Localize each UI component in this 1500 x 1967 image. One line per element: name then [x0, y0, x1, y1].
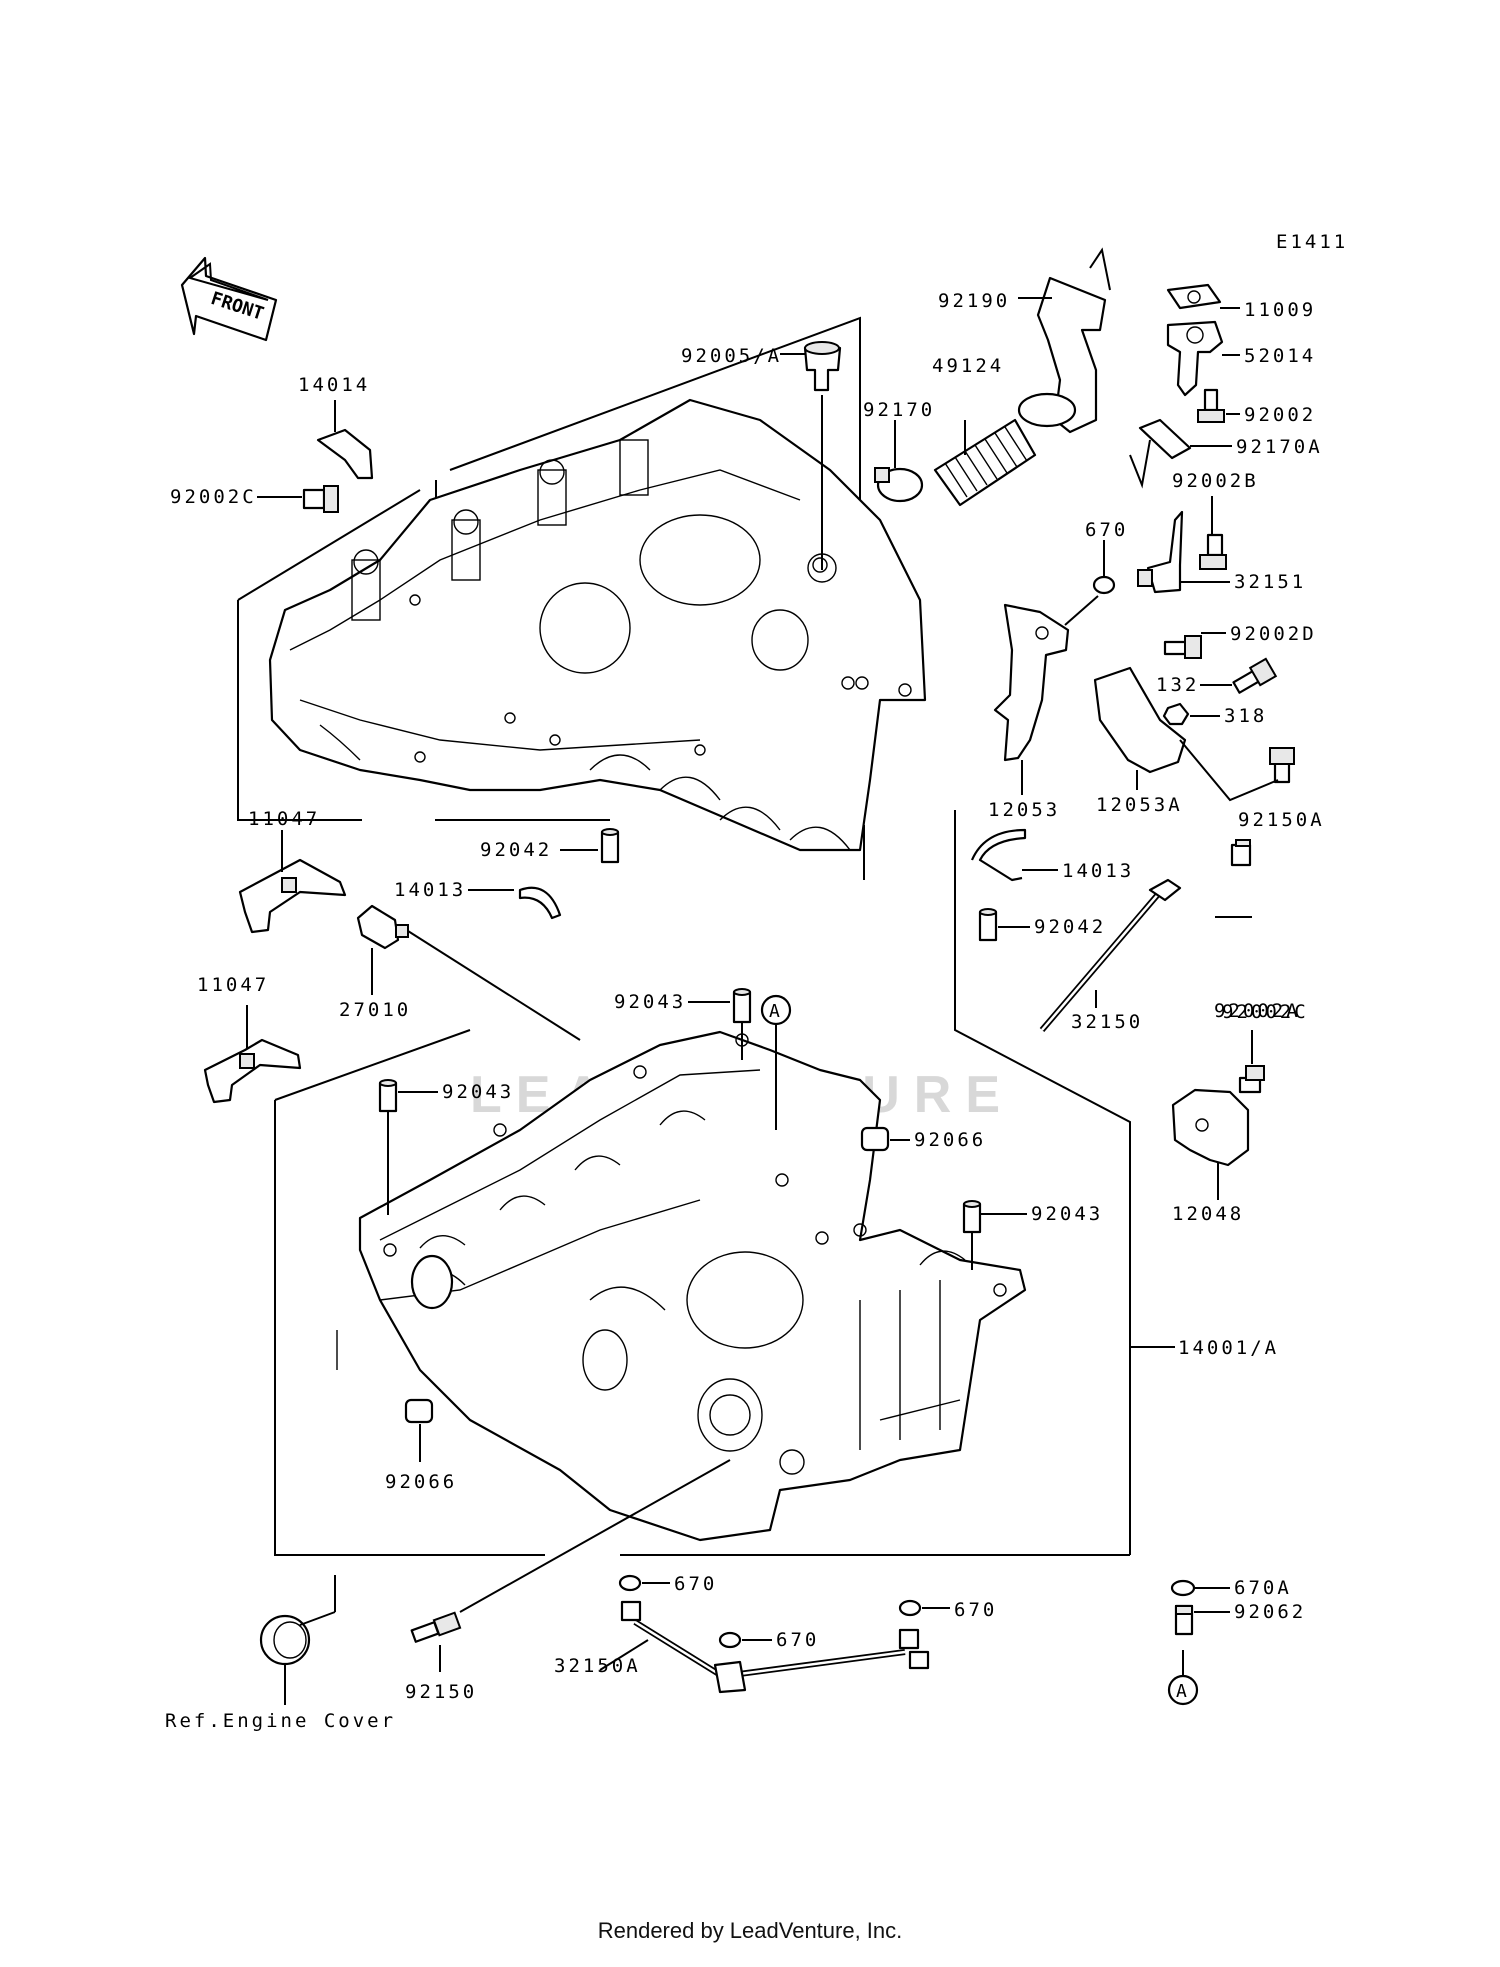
label-670-a: 670 [674, 1573, 717, 1595]
part-670-washer [1092, 540, 1116, 595]
part-92170A [1129, 418, 1232, 489]
label-11009: 11009 [1244, 299, 1316, 321]
part-92043-right [962, 1200, 1027, 1270]
callout-A-bottom: A [1167, 1650, 1199, 1706]
part-11009 [1166, 283, 1240, 310]
label-12053A: 12053A [1096, 794, 1183, 816]
label-52014: 52014 [1244, 345, 1316, 367]
part-92043-left [378, 1079, 438, 1215]
part-14013-right [970, 828, 1058, 882]
part-12053 [993, 595, 1099, 795]
footer-credit: Rendered by LeadVenture, Inc. [597, 1918, 903, 1943]
part-12053A [1093, 666, 1187, 790]
label-92170A: 92170A [1236, 436, 1323, 458]
label-92002B: 92002B [1172, 470, 1259, 492]
part-92150 [410, 1459, 731, 1672]
part-27010-switch [356, 904, 581, 1041]
label-92042-right: 92042 [1034, 916, 1106, 938]
label-92043-right: 92043 [1031, 1203, 1103, 1225]
label-670-c: 670 [776, 1629, 819, 1651]
ref-engine-cover-note: Ref.Engine Cover [165, 1710, 396, 1732]
part-318-nut [1162, 702, 1220, 726]
label-32150A: 32150A [554, 1655, 641, 1677]
part-92062 [1174, 1604, 1230, 1636]
label-11047-upper: 11047 [248, 808, 320, 830]
part-32151 [1137, 510, 1230, 594]
part-92005A [780, 341, 842, 570]
label-12053: 12053 [988, 799, 1060, 821]
label-92002C-right: 92002C [1222, 1001, 1309, 1023]
part-12048 [1171, 1088, 1250, 1200]
part-92150A [1179, 739, 1295, 802]
callout-A-bottom-text: A [1176, 1681, 1187, 1702]
callout-A-top: A [760, 994, 792, 1130]
label-92062: 92062 [1234, 1601, 1306, 1623]
label-670-b: 670 [954, 1599, 997, 1621]
label-670-upper: 670 [1085, 519, 1128, 541]
callout-A-top-text: A [769, 1001, 780, 1022]
part-11047-lower [203, 1005, 302, 1104]
part-92170 [874, 420, 924, 503]
part-14013-left [468, 886, 562, 920]
label-92043-top: 92043 [614, 991, 686, 1013]
upper-crankcase [237, 316, 927, 880]
label-14013-left: 14013 [394, 879, 466, 901]
part-14014 [316, 400, 374, 480]
part-92042-right [978, 908, 1030, 942]
label-92002A: 92002A [1214, 1000, 1301, 1022]
lower-crankcase [274, 810, 1175, 1556]
diagram-code: E1411 [1276, 231, 1348, 253]
label-32151: 32151 [1234, 571, 1306, 593]
part-52014 [1166, 320, 1240, 397]
label-92066-right: 92066 [914, 1129, 986, 1151]
part-11047-upper [238, 830, 347, 934]
part-32150A-pipe [599, 1574, 950, 1694]
label-92002: 92002 [1244, 404, 1316, 426]
part-92002C-left [257, 485, 339, 513]
part-32150-pipe [1039, 839, 1252, 1032]
label-32150: 32150 [1071, 1011, 1143, 1033]
label-92042-left: 92042 [480, 839, 552, 861]
label-670A: 670A [1234, 1577, 1292, 1599]
label-92002C-left: 92002C [170, 486, 257, 508]
label-11047-lower: 11047 [197, 974, 269, 996]
label-14014: 14014 [298, 374, 370, 396]
label-49124: 49124 [932, 355, 1004, 377]
label-14001A: 14001/A [1178, 1337, 1279, 1359]
label-132: 132 [1156, 674, 1199, 696]
label-27010: 27010 [339, 999, 411, 1021]
label-12048: 12048 [1172, 1203, 1244, 1225]
label-92150A: 92150A [1238, 809, 1325, 831]
part-oil-seal [259, 1575, 336, 1705]
part-92190 [1017, 247, 1111, 434]
label-318: 318 [1224, 705, 1267, 727]
label-92002D: 92002D [1230, 623, 1317, 645]
part-92002D [1163, 632, 1226, 659]
label-92150: 92150 [405, 1681, 477, 1703]
part-92002-bolt [1197, 388, 1240, 423]
front-arrow-icon: FRONT [180, 256, 278, 342]
part-92043-top [688, 988, 752, 1060]
label-92005A: 92005/A [681, 345, 782, 367]
part-49124 [933, 418, 1037, 507]
part-92042-left [560, 828, 620, 864]
label-92066-left: 92066 [385, 1471, 457, 1493]
label-92190: 92190 [938, 290, 1010, 312]
label-92043-left: 92043 [442, 1081, 514, 1103]
part-92066-right [860, 1126, 910, 1152]
part-92002A [1238, 1030, 1265, 1094]
label-92170: 92170 [863, 399, 935, 421]
part-132-bolt [1200, 657, 1278, 694]
part-670A [1170, 1579, 1230, 1597]
label-14013-right: 14013 [1062, 860, 1134, 882]
part-92066-left [404, 1398, 434, 1462]
part-92002B [1199, 496, 1227, 570]
